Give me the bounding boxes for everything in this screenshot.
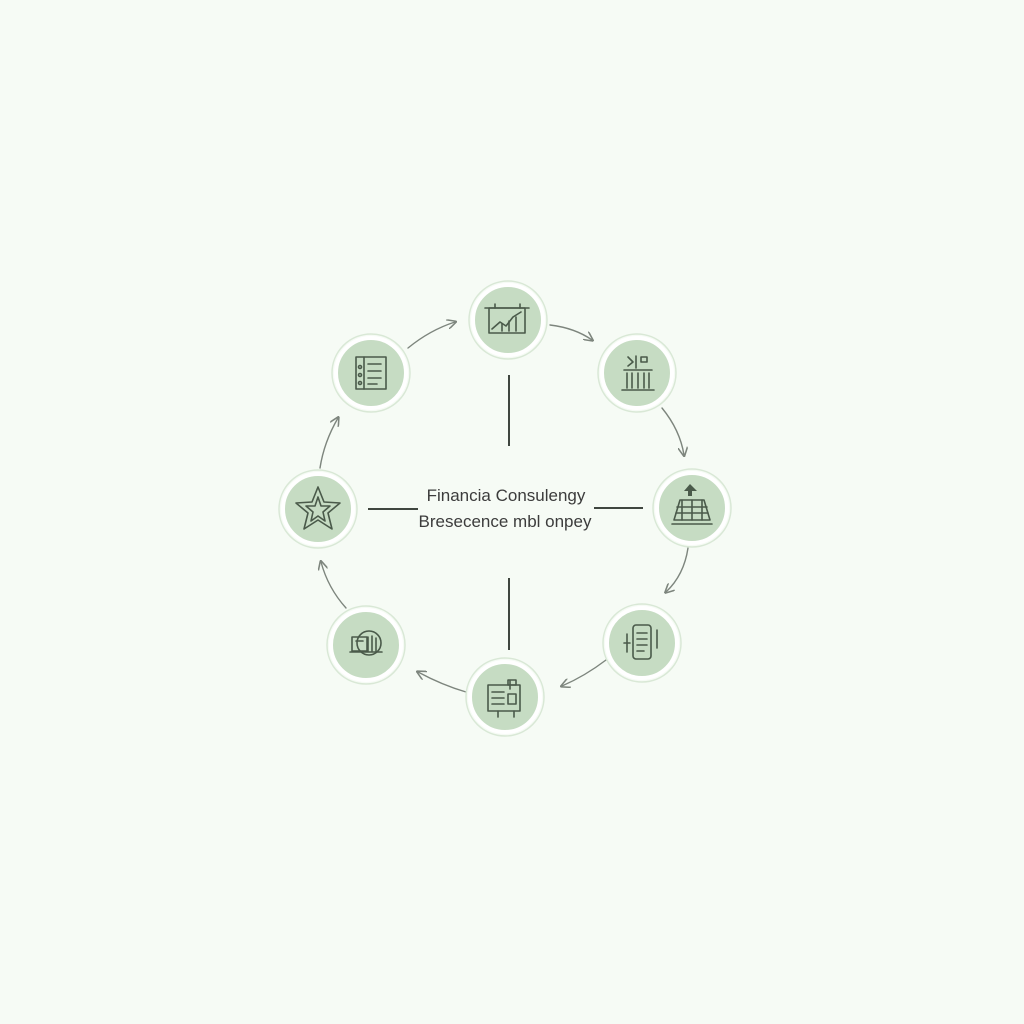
bank-building-icon <box>621 355 655 391</box>
report-board-icon <box>487 679 521 718</box>
node-right <box>652 468 732 548</box>
node-bottom <box>465 657 545 737</box>
arrow-topright-to-right <box>661 407 684 455</box>
star-icon <box>295 486 341 530</box>
pyramid-ledger-icon <box>671 484 713 525</box>
node-top-right <box>597 333 677 413</box>
arrow-bottom-to-bottomleft <box>418 672 467 693</box>
node-bottom-right <box>602 603 682 683</box>
arrow-left-to-topleft <box>319 418 338 469</box>
node-left <box>278 469 358 549</box>
arrow-bottomleft-to-left <box>321 562 347 609</box>
center-title-line-2: Bresecence mbl onpey <box>419 512 592 531</box>
mobile-document-icon <box>623 624 658 660</box>
arrow-top-to-topright <box>549 324 592 340</box>
chart-board-icon <box>484 303 530 334</box>
node-bottom-left <box>326 605 406 685</box>
arrow-topleft-to-top <box>407 322 455 349</box>
arrow-right-to-bottomright <box>666 547 689 592</box>
center-title-line-1: Financia Consulengy <box>427 486 586 505</box>
node-top-left <box>331 333 411 413</box>
coin-register-icon <box>349 630 383 656</box>
checklist-icon <box>355 356 387 390</box>
node-top <box>468 280 548 360</box>
arrow-bottomright-to-bottom <box>562 659 607 686</box>
